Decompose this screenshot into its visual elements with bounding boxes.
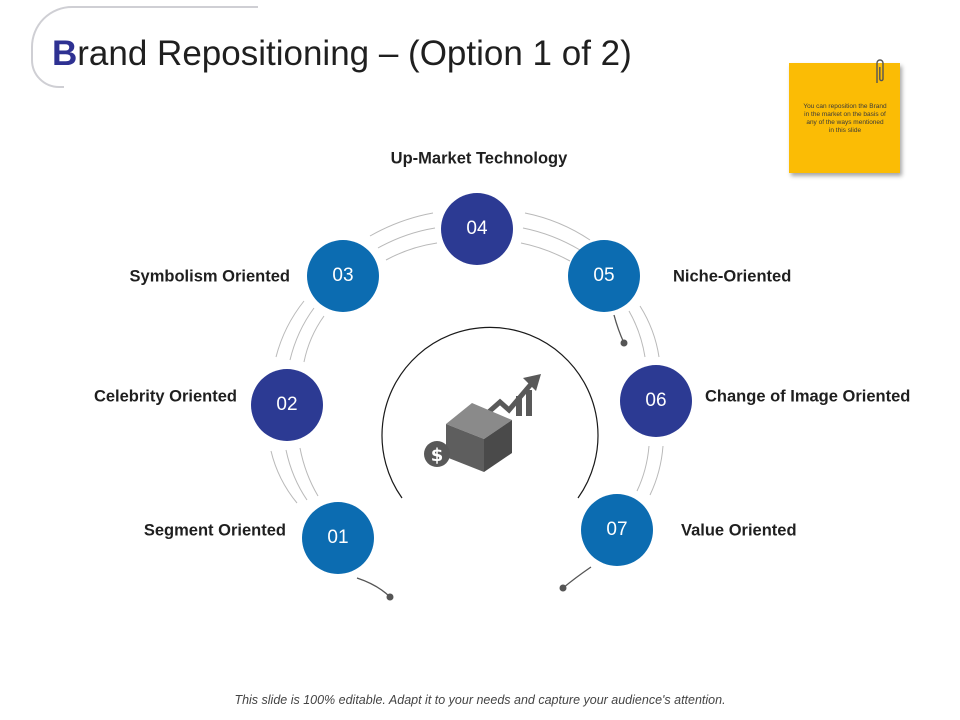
paperclip-icon (876, 59, 884, 83)
sticky-note: You can reposition the Brand in the mark… (789, 59, 900, 173)
step-circle-06: 06 (620, 365, 692, 437)
step-label-03: Symbolism Oriented (129, 267, 290, 286)
step-label-07: Value Oriented (681, 521, 797, 540)
step-label-06: Change of Image Oriented (705, 387, 911, 406)
step-label-01: Segment Oriented (143, 521, 286, 540)
step-circle-04: 04 (441, 193, 513, 265)
step-label-05: Niche-Oriented (673, 267, 792, 286)
pointer-dots (386, 339, 628, 601)
step-circle-05: 05 (568, 240, 640, 312)
step-label-04: Up-Market Technology (390, 149, 568, 168)
step-circle-03: 03 (307, 240, 379, 312)
connector-lines (270, 212, 664, 504)
sticky-note-text: You can reposition the Brand in the mark… (803, 103, 887, 134)
footer-note: This slide is 100% editable. Adapt it to… (234, 693, 726, 707)
inner-arc (381, 326, 599, 499)
step-circle-02: 02 (251, 369, 323, 441)
step-circle-01: 01 (302, 502, 374, 574)
svg-text:$: $ (431, 445, 444, 466)
box-growth-dollar-icon: $ (424, 374, 541, 472)
title-corner-arc (31, 6, 258, 88)
page-title: Brand Repositioning – (Option 1 of 2) (52, 34, 632, 73)
step-circle-07: 07 (581, 494, 653, 566)
step-label-02: Celebrity Oriented (93, 387, 237, 406)
